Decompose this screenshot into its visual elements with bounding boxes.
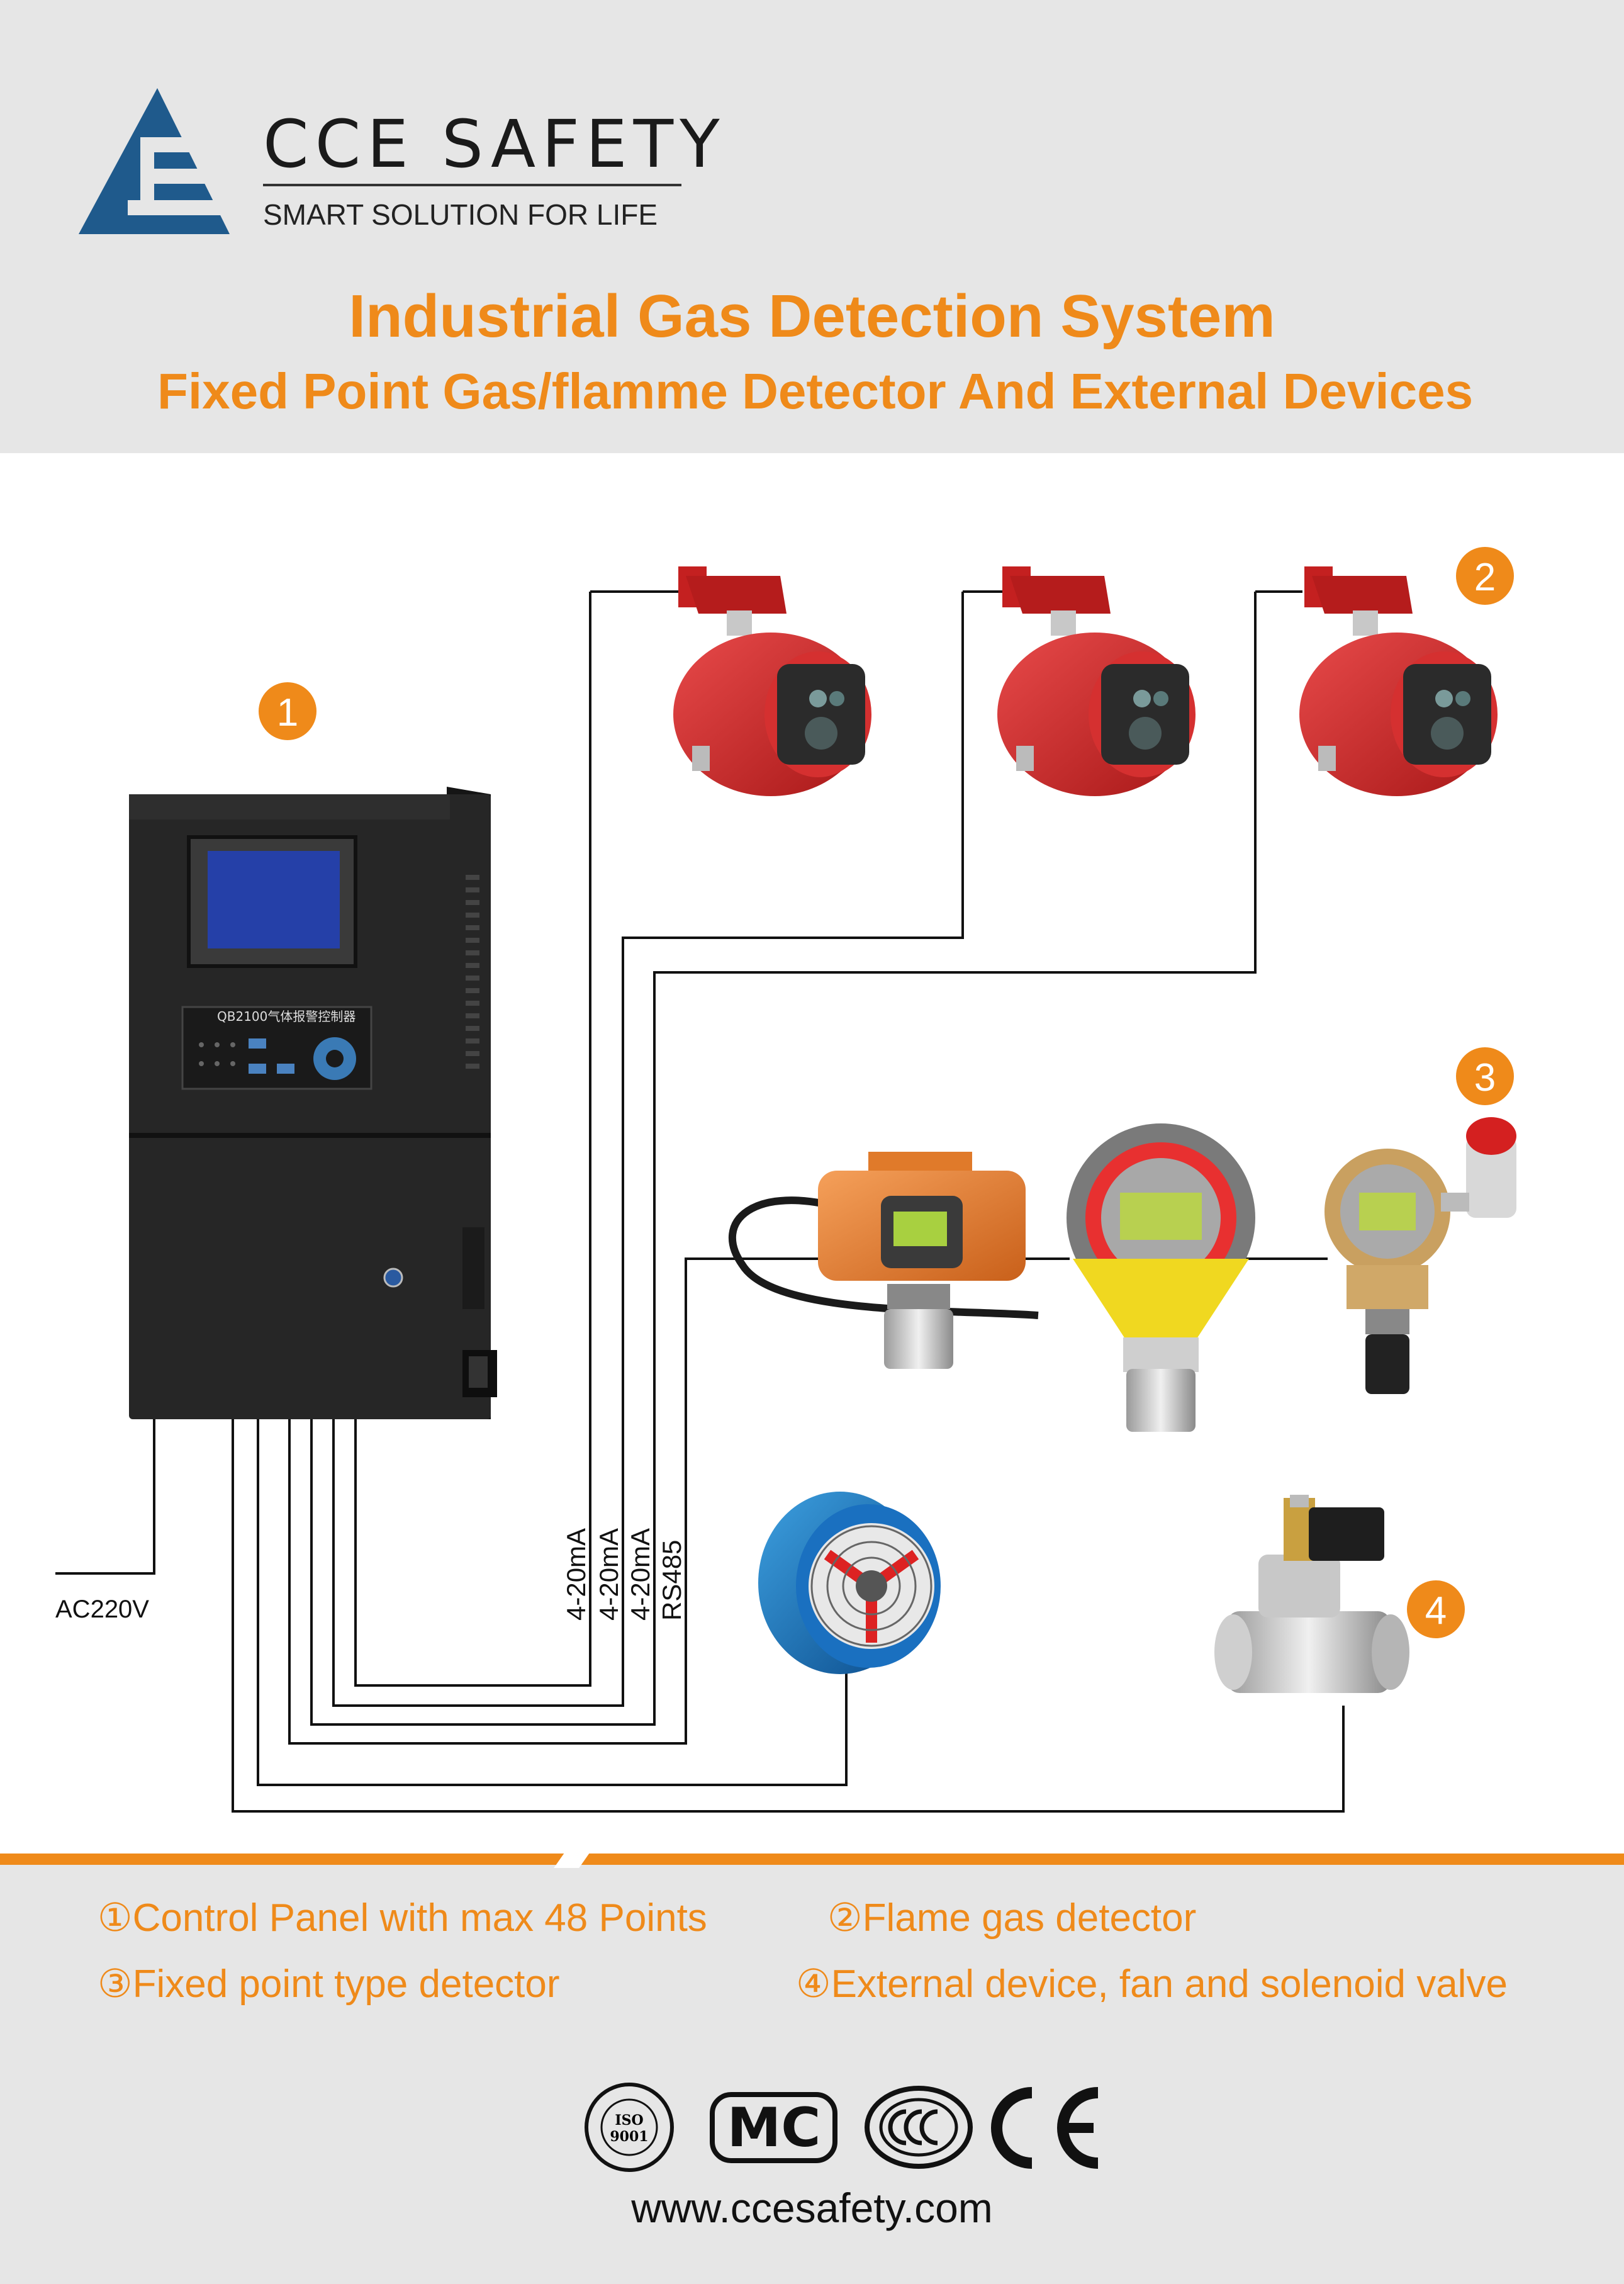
flame-detector-3 [1299, 566, 1498, 796]
badge-1: 1 [277, 691, 298, 734]
mc-mark-icon: MC [710, 2092, 837, 2163]
iso-label: ISO [615, 2112, 643, 2129]
control-panel [129, 787, 497, 1419]
badge-3: 3 [1474, 1056, 1496, 1100]
wire-rs485 [288, 1257, 1038, 1745]
wiring-label-2: 4-20mA [594, 1528, 624, 1621]
flame-detector-1 [673, 566, 871, 796]
flame-detector-2 [997, 566, 1196, 796]
ce-mark-icon [991, 2087, 1099, 2169]
certification-logos: ISO 9001 MC [585, 2083, 1099, 2172]
panel-model-label: QB2100气体报警控制器 [217, 1009, 356, 1024]
fixed-detector-yellow [1067, 1123, 1255, 1432]
system-diagram: QB2100气体报警控制器 [55, 547, 1516, 1813]
divider-bar [0, 1854, 1624, 1865]
exhaust-fan [758, 1492, 941, 1674]
wiring [55, 590, 1345, 1813]
fixed-detector-orange [728, 1152, 1039, 1369]
badge-2: 2 [1474, 556, 1496, 599]
wiring-label-rs485: RS485 [657, 1540, 686, 1621]
ccc-mark-icon [865, 2086, 973, 2169]
wire-flame-3 [310, 592, 1257, 1726]
power-label: AC220V [55, 1595, 149, 1623]
iso-number: 9001 [610, 2129, 648, 2145]
footer-band [0, 1854, 1624, 2284]
fixed-detector-alarm [1324, 1117, 1516, 1394]
page-title: Industrial Gas Detection System [349, 283, 1275, 350]
wiring-label-1: 4-20mA [561, 1528, 591, 1621]
badge-4: 4 [1425, 1589, 1447, 1633]
legend-item-1: ①Control Panel with max 48 Points [98, 1896, 707, 1940]
wire-ac220v [55, 1391, 155, 1575]
brand-tagline: SMART SOLUTION FOR LIFE [263, 198, 658, 231]
iso-9001-icon: ISO 9001 [585, 2083, 674, 2172]
wire-fan [257, 1416, 848, 1786]
brand-name: CCE SAFETY [263, 106, 726, 183]
cce-logo-icon [79, 88, 232, 234]
wire-flame-2 [332, 592, 964, 1707]
header-band [0, 0, 1624, 453]
website-link[interactable]: www.ccesafety.com [631, 2185, 993, 2231]
solenoid-valve [1214, 1495, 1409, 1693]
wire-valve [232, 1416, 1345, 1813]
brand-rule [263, 184, 681, 186]
number-badges [259, 547, 1514, 1638]
wiring-label-3: 4-20mA [625, 1528, 655, 1621]
legend-item-3: ③Fixed point type detector [98, 1962, 560, 2006]
legend-item-2: ②Flame gas detector [827, 1896, 1197, 1940]
page-subtitle: Fixed Point Gas/flamme Detector And Exte… [157, 363, 1474, 419]
wire-flame-1 [354, 592, 591, 1687]
legend-item-4: ④External device, fan and solenoid valve [796, 1962, 1508, 2006]
mc-text: MC [727, 2096, 821, 2159]
